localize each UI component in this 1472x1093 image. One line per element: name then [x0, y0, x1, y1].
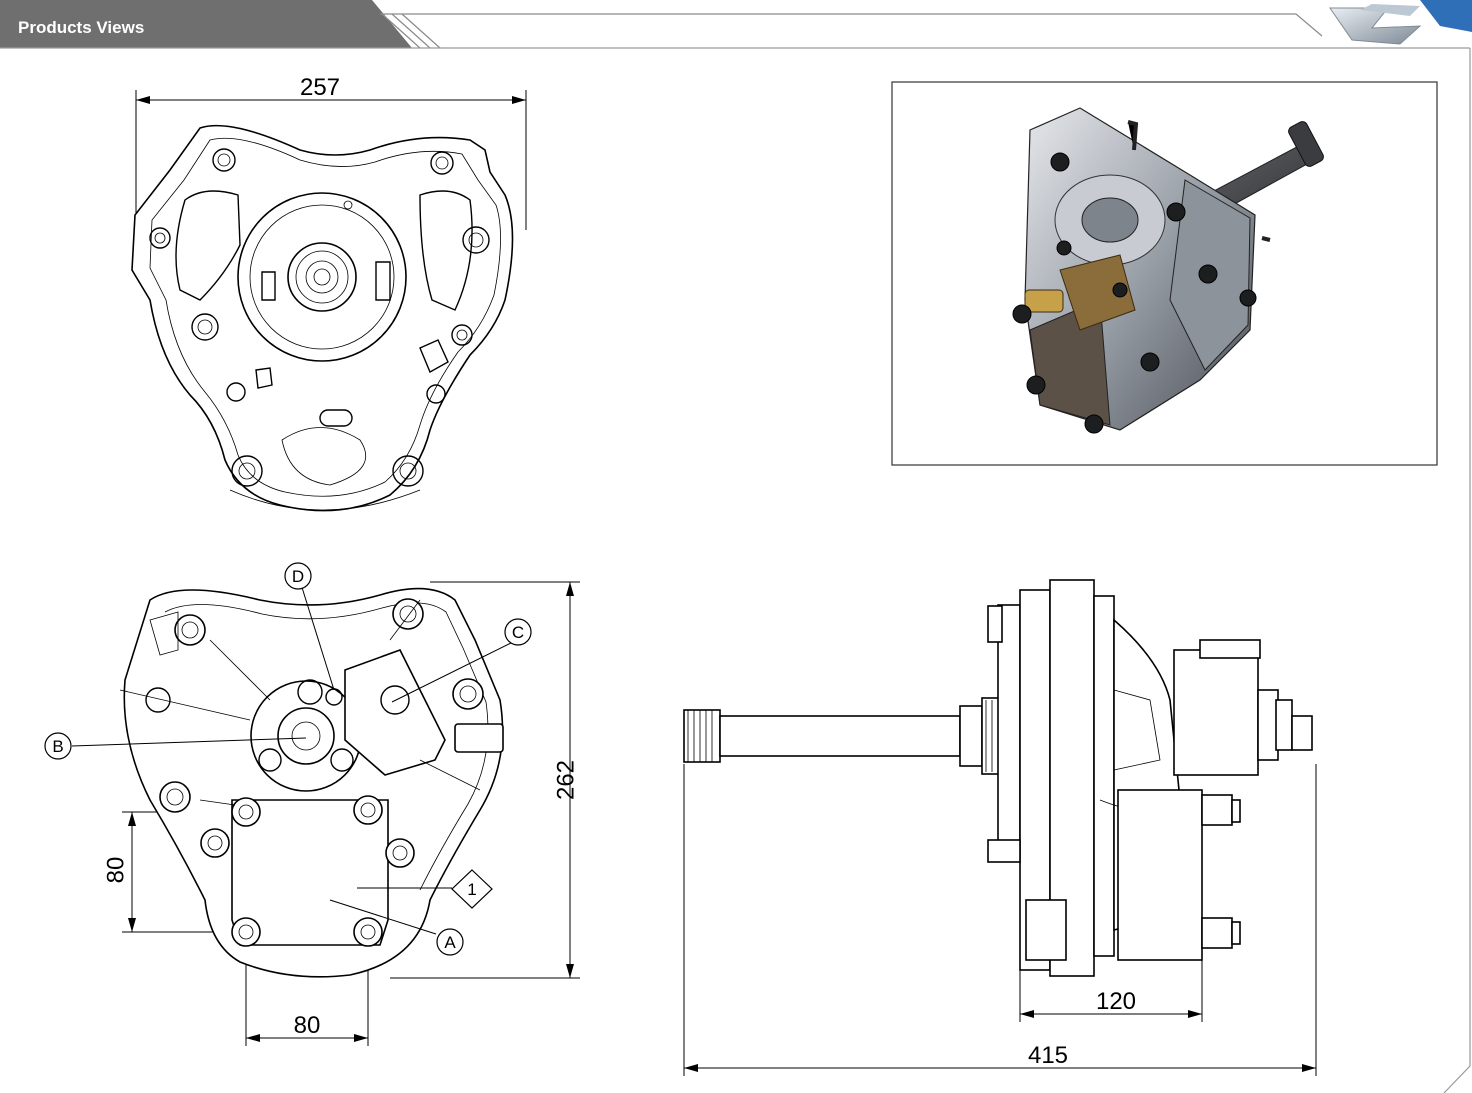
- callout-item-1: 1: [451, 869, 493, 909]
- dim-side-overall: 415: [1028, 1042, 1068, 1069]
- callout-c: C: [504, 618, 532, 646]
- isometric-render: [1012, 107, 1324, 434]
- logo-emblem: [1329, 0, 1472, 45]
- callout-a: A: [436, 928, 464, 956]
- callout-c-label: C: [512, 623, 524, 642]
- callout-b: B: [44, 732, 72, 760]
- callout-b-label: B: [52, 737, 63, 756]
- callout-d: D: [284, 562, 312, 590]
- callout-a-label: A: [444, 933, 456, 952]
- page-title: Products Views: [18, 18, 145, 37]
- top-view-drawing: [131, 90, 527, 512]
- callout-d-label: D: [292, 567, 304, 586]
- dim-front-height: 262: [553, 760, 580, 800]
- dim-front-offset-h: 80: [294, 1012, 321, 1039]
- dim-top-width: 257: [300, 74, 340, 101]
- dim-side-body: 120: [1096, 988, 1136, 1015]
- callout-item-1-label: 1: [467, 880, 476, 899]
- dim-front-offset-v: 80: [103, 857, 130, 884]
- front-view-drawing: [71, 580, 580, 1046]
- side-view-drawing: [683, 579, 1317, 1076]
